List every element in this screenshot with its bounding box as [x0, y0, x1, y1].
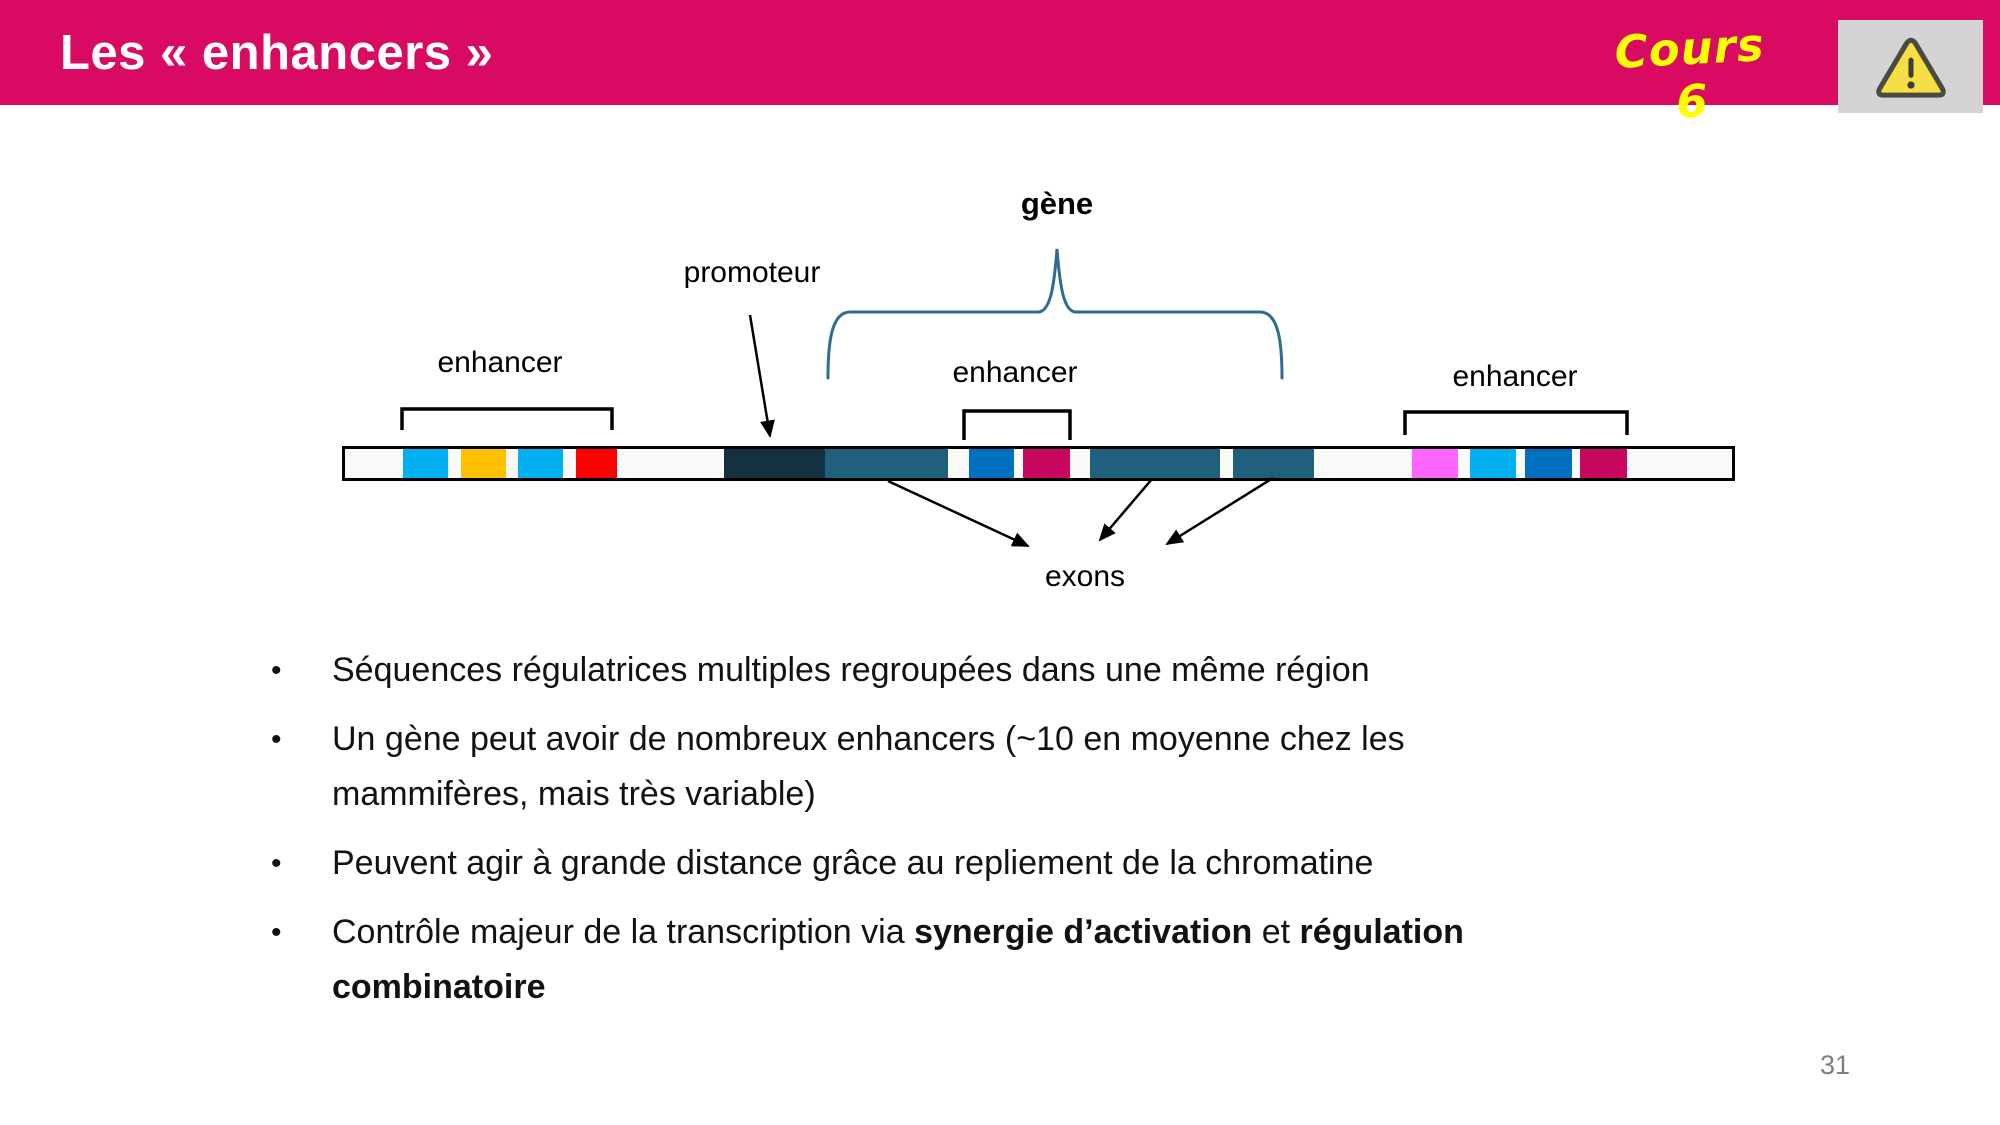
bullet-dot: • — [271, 847, 282, 880]
exon-arrow-3 — [1165, 476, 1274, 546]
bullet-item: • Peuvent agir à grande distance grâce au… — [271, 836, 1891, 891]
enhancer-label-middle: enhancer — [952, 356, 1078, 389]
bullet-text-line: mammifères, mais très variable) — [332, 775, 816, 813]
page-title: Les « enhancers » — [60, 25, 494, 80]
header-bar: Les « enhancers » — [0, 0, 2000, 105]
bullet-text-line: combinatoire — [332, 968, 546, 1006]
dna-segment-gold — [461, 449, 506, 478]
promoter-arrow — [748, 314, 775, 438]
dna-bar — [342, 446, 1735, 481]
bullet-text-line: Séquences régulatrices multiples regroup… — [332, 651, 1370, 689]
dna-segment-teal — [1233, 449, 1314, 478]
dna-segment-darknavy — [724, 449, 825, 478]
warning-triangle-icon — [1875, 37, 1946, 98]
enhancer-bracket-right — [1403, 410, 1629, 435]
course-badge: Cours 6 — [1613, 18, 1766, 129]
dna-segment-cyan — [1470, 449, 1516, 478]
bullet-text-line: Peuvent agir à grande distance grâce au … — [332, 844, 1374, 882]
bullet-dot: • — [271, 916, 282, 949]
exon-arrow-1 — [887, 479, 1030, 548]
bullet-item: • Contrôle majeur de la transcription via… — [271, 905, 1891, 1015]
dna-segment-blue — [969, 449, 1014, 478]
bullet-dot: • — [271, 723, 282, 756]
enhancer-bracket-left — [400, 407, 614, 430]
warning-icon-box — [1838, 20, 1983, 113]
dna-segment-red — [576, 449, 617, 478]
dna-segment-cyan — [403, 449, 448, 478]
page-number: 31 — [1819, 1050, 1851, 1080]
enhancer-bracket-middle — [962, 409, 1072, 440]
dna-segment-magenta — [1023, 449, 1070, 478]
dna-segment-cyan — [518, 449, 563, 478]
enhancer-label-right: enhancer — [1452, 360, 1578, 393]
dna-segment-violet — [1412, 449, 1458, 478]
bullet-item: • Séquences régulatrices multiples regrou… — [271, 643, 1891, 698]
exon-arrow-2 — [1098, 478, 1153, 542]
dna-segment-magenta — [1580, 449, 1627, 478]
bullet-text-line: Un gène peut avoir de nombreux enhancers… — [332, 720, 1405, 758]
bullet-dot: • — [271, 654, 282, 687]
dna-segment-blue — [1525, 449, 1572, 478]
promoter-label: promoteur — [683, 256, 821, 289]
bullet-list: • Séquences régulatrices multiples regrou… — [271, 643, 1891, 1029]
dna-segment-teal — [825, 449, 948, 478]
dna-segment-teal — [1090, 449, 1220, 478]
bullet-item: • Un gène peut avoir de nombreux enhancer… — [271, 712, 1891, 822]
exons-label: exons — [1044, 560, 1126, 593]
gene-label: gène — [1020, 186, 1094, 221]
bullet-text-line: Contrôle majeur de la transcription via … — [332, 913, 1464, 951]
enhancer-label-left: enhancer — [437, 346, 563, 379]
